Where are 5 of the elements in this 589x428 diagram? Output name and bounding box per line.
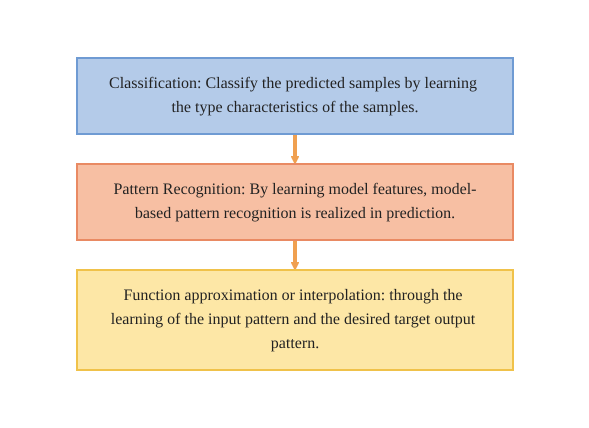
arrow (290, 134, 299, 164)
arrow (290, 240, 299, 270)
node-box: Pattern Recognition: By learning model features, model-based pattern recognition is realized in prediction. (76, 163, 514, 241)
node-box: Classification: Classify the predicted samples by learning the type characteristics of the samples. (76, 57, 514, 135)
node-box: Function approximation or interpolation: through the learning of the input pattern and the desired target output pattern. (76, 269, 514, 371)
